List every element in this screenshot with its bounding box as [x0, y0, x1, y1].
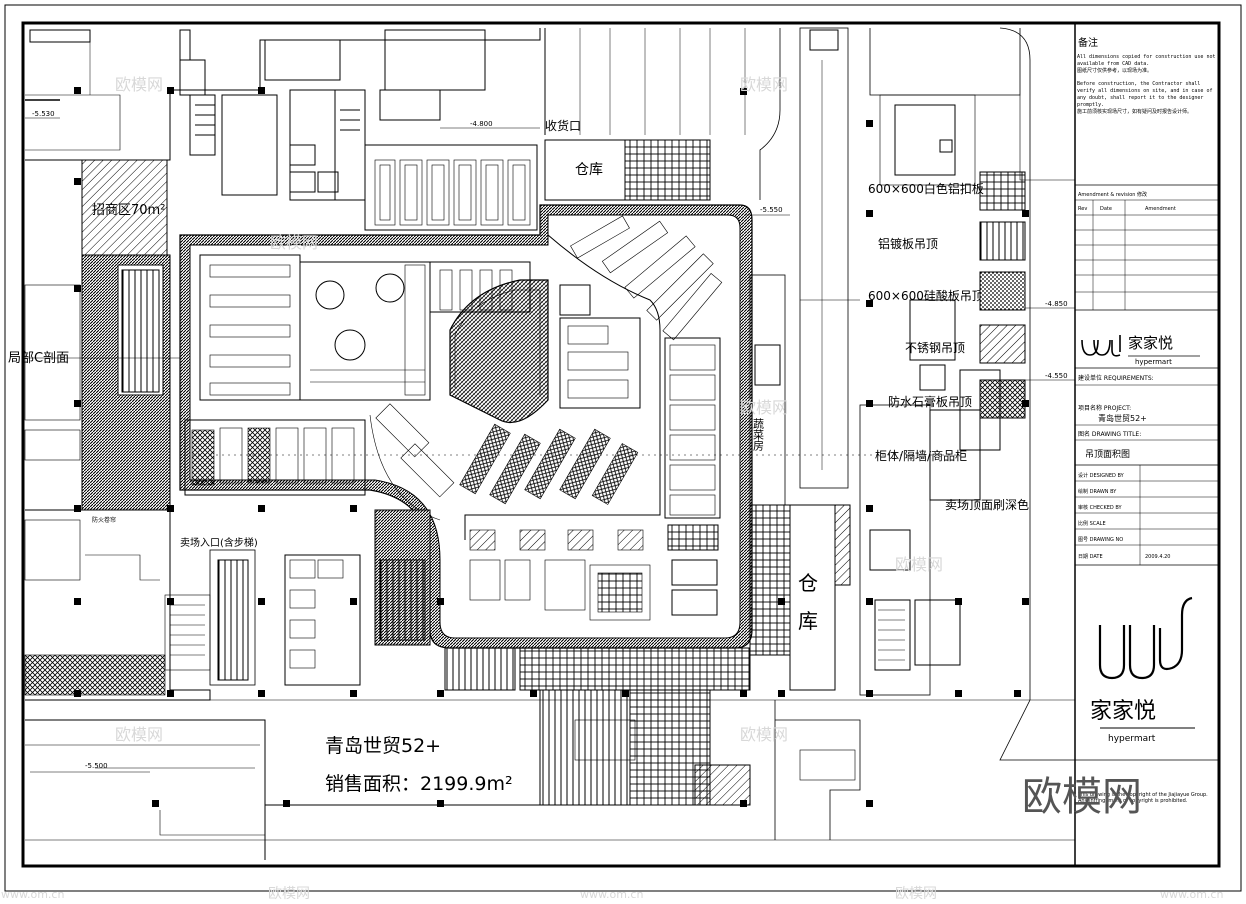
drawing-title: 吊顶面积图 — [1085, 448, 1130, 460]
row-checked: 审核 CHECKED BY — [1078, 504, 1123, 511]
elevation-3: -4.800 — [470, 120, 493, 128]
watermark-url-2: www.om.cn — [580, 888, 643, 900]
elevation-6: -4.550 — [1045, 372, 1068, 380]
row-designed: 设计 DESIGNED BY — [1078, 472, 1125, 479]
notes-zh-2: 施工前须核实现场尺寸，如有疑问及时报告设计师。 — [1077, 109, 1193, 115]
outer-border — [4, 4, 1242, 892]
row-drawing-no: 图号 DRAWING NO — [1078, 537, 1123, 543]
title-block-text: 备注 All dimensions copied for constructio… — [1077, 36, 1216, 804]
watermark-url-3: www.om.cn — [1160, 888, 1223, 900]
footer-note: This drawing is the copyright of the Jia… — [1078, 792, 1208, 804]
watermark-7: 欧模网 — [740, 725, 788, 744]
watermark-1: 欧模网 — [115, 75, 163, 94]
client-label: 建设单位 REQUIREMENTS: — [1078, 374, 1154, 382]
elevation-4: -4.850 — [1045, 300, 1068, 308]
legend-label-4: 不锈钢吊顶 — [905, 341, 965, 355]
notes-body: All dimensions copied for construction u… — [1077, 54, 1216, 115]
label-outsourced-area: 招商区70m² — [92, 203, 165, 218]
legend-label-2: 铝镀板吊顶 — [878, 236, 938, 251]
inner-frame — [21, 21, 1221, 868]
watermark-url-1: www.om.cn — [1, 888, 64, 900]
swatch-dots — [979, 271, 1026, 311]
row-scale: 比例 SCALE — [1078, 520, 1106, 527]
project-title-line2: 销售面积：2199.9m² — [325, 773, 513, 795]
logo-large-text: 家家悦 — [1090, 699, 1156, 724]
zone-labels: 招商区70m² 仓库 仓 库 收货口 卖场入口(含步梯) 局部C剖面 蔬菜房 防… — [8, 110, 1068, 795]
watermark-4: 欧模网 — [740, 398, 788, 417]
swatch-grid — [979, 171, 1026, 211]
row-drawn: 绘制 DRAWN BY — [1078, 488, 1117, 495]
swatch-vlines — [979, 221, 1026, 261]
elevation-1: -5.530 — [32, 110, 55, 118]
legend-extra-2: 卖场顶面刷深色 — [945, 498, 1029, 512]
title-block — [1074, 23, 1219, 866]
logo-small-text: 家家悦 — [1128, 334, 1173, 352]
label-warehouse-right-1: 仓 — [798, 571, 818, 595]
notes-heading: 备注 — [1078, 36, 1098, 49]
date-value: 2009.4.20 — [1145, 554, 1170, 560]
legend-label-3: 600×600硅酸板吊顶 — [868, 288, 984, 303]
legend-label-1: 600×600白色铝扣板 — [868, 181, 984, 196]
watermark-6: 欧模网 — [115, 725, 163, 744]
swatch-diag — [979, 324, 1026, 364]
watermark-5: 欧模网 — [895, 555, 943, 574]
notes-zh-1: 图纸尺寸仅供参考，以现场为准。 — [1077, 68, 1153, 74]
project-title-line1: 青岛世贸52+ — [325, 735, 441, 757]
notes-en-1: All dimensions copied for construction u… — [1077, 54, 1216, 67]
amendments-heading: Amendment & revision 修改 — [1078, 191, 1147, 198]
row-date: 日期 DATE — [1078, 554, 1103, 560]
swatch-cross — [979, 379, 1026, 419]
floor-plan — [24, 27, 1075, 860]
notes-en-2: Before construction, the Contractor shal… — [1077, 81, 1213, 108]
amend-col-rev: Rev — [1078, 206, 1087, 212]
drawing-title-label: 图名 DRAWING TITLE: — [1078, 430, 1141, 438]
watermark-2: 欧模网 — [740, 75, 788, 94]
legend-label-5: 防水石膏板吊顶 — [888, 394, 972, 409]
amend-col-date: Date — [1100, 206, 1112, 212]
ceiling-legend — [979, 171, 1026, 419]
watermark-9: 欧模网 — [895, 886, 937, 900]
project-label: 项目名称 PROJECT: — [1078, 404, 1131, 412]
elevation-5: -5.500 — [85, 762, 108, 770]
label-warehouse-right-2: 库 — [798, 609, 818, 633]
label-receiving-gate: 收货口 — [545, 118, 581, 133]
watermark-3: 欧模网 — [270, 233, 318, 252]
watermarks: 欧模网 欧模网 欧模网 欧模网 欧模网 欧模网 欧模网 欧模网 欧模网 www.… — [1, 75, 1223, 902]
watermark-large: 欧模网 — [1022, 774, 1142, 820]
label-warehouse-top: 仓库 — [575, 162, 603, 178]
label-fresh-room: 蔬菜房 — [752, 418, 765, 452]
footer-note-text: This drawing is the copyright of the Jia… — [1078, 792, 1208, 804]
amend-col-amend: Amendment — [1145, 206, 1176, 212]
watermark-8: 欧模网 — [268, 886, 310, 900]
logo-small-sub: hypermart — [1135, 358, 1172, 366]
label-section-ref: 局部C剖面 — [8, 351, 69, 366]
elevation-2: -5.550 — [760, 206, 783, 214]
label-fire-shutter: 防火卷帘 — [92, 516, 116, 524]
legend-extra-1: 柜体/隔墙/商品柜 — [875, 448, 967, 463]
project-name: 青岛世贸52+ — [1098, 413, 1147, 423]
logo-large-sub: hypermart — [1108, 734, 1156, 744]
label-sales-entrance: 卖场入口(含步梯) — [180, 536, 258, 549]
